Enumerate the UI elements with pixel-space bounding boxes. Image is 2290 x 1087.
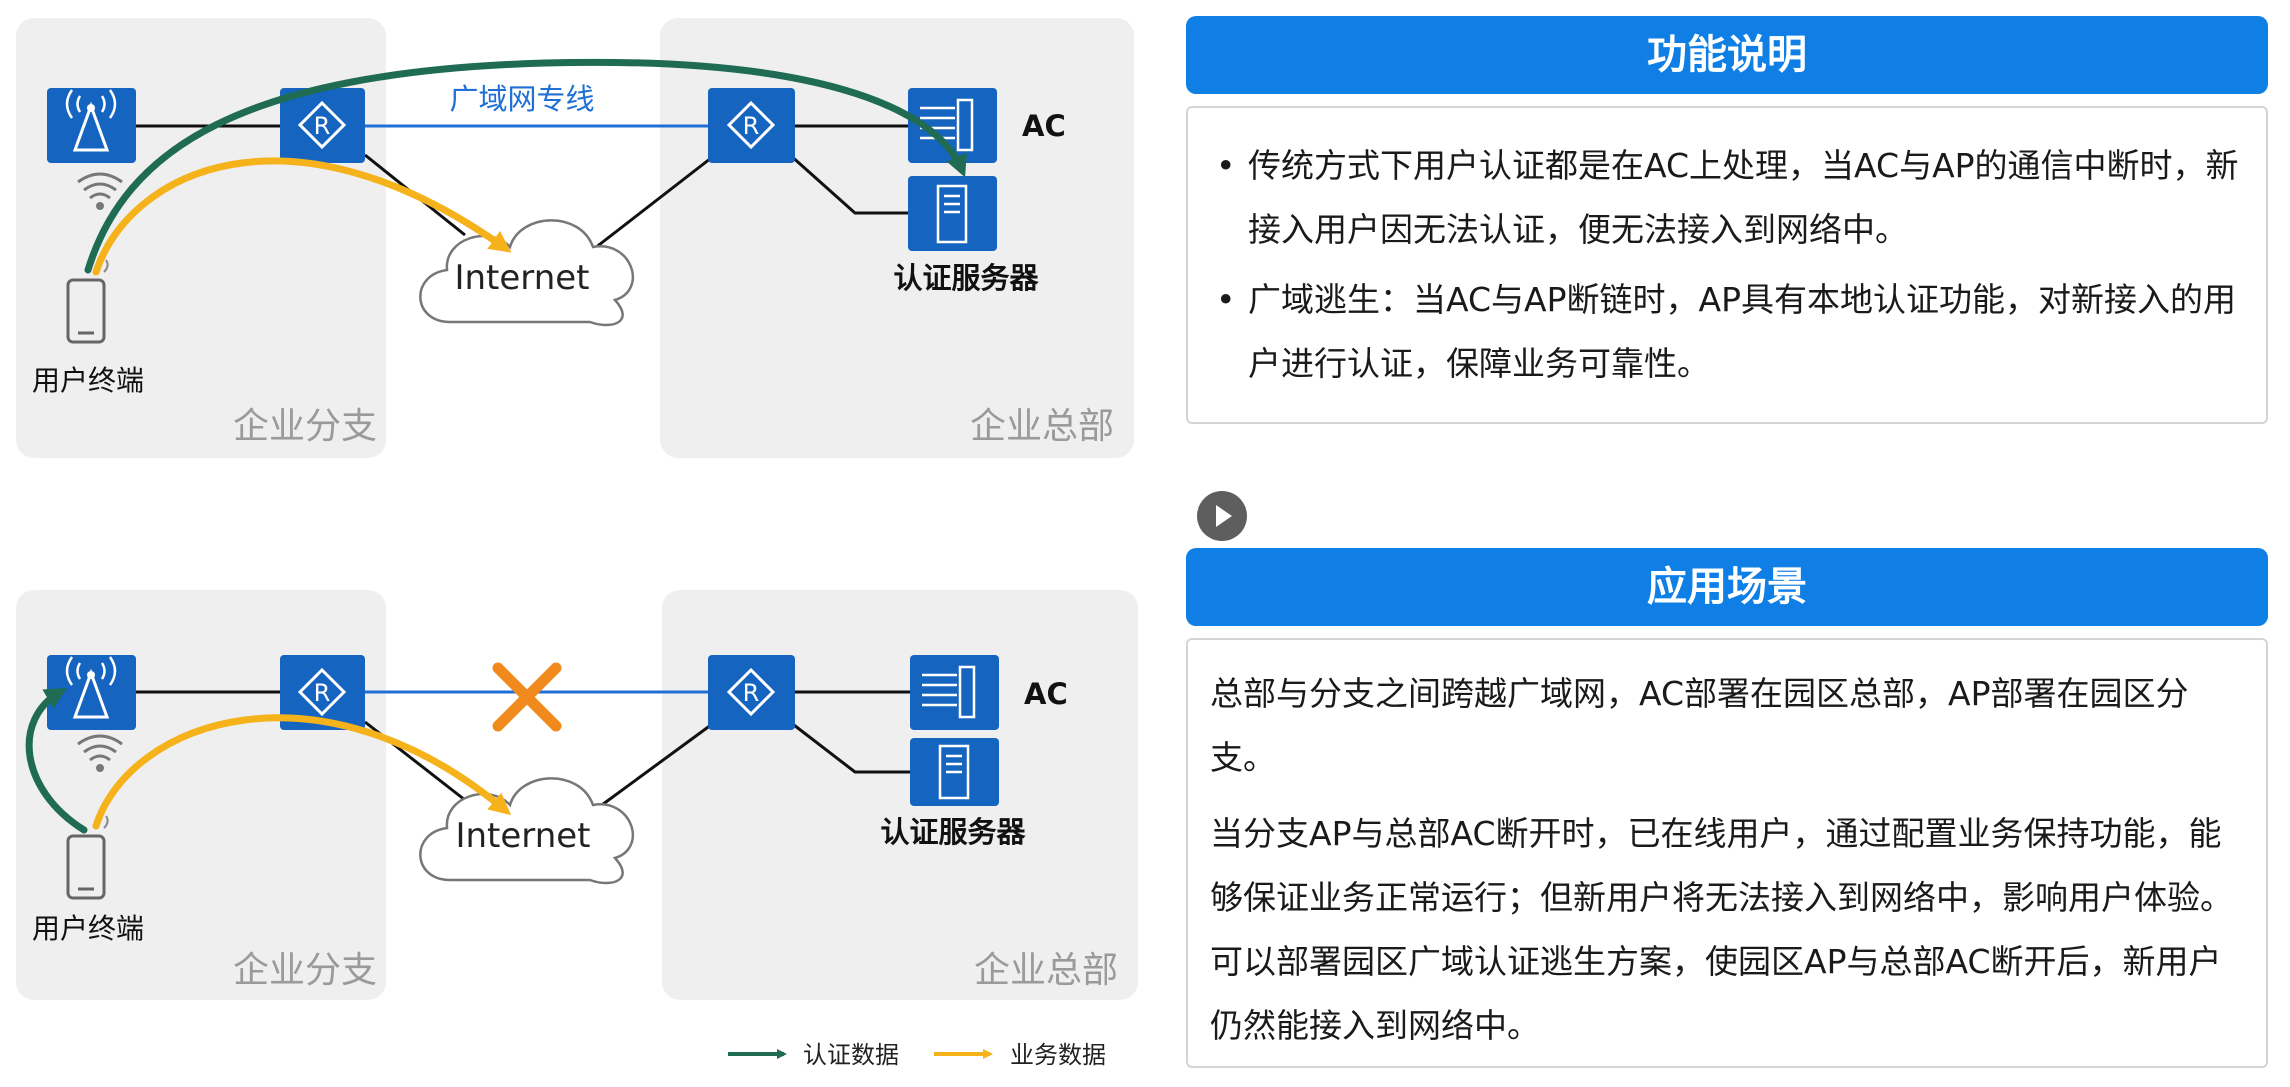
business-legend-label: 业务数据	[1010, 1041, 1106, 1069]
svg-text:R: R	[314, 112, 331, 140]
play-icon[interactable]	[1197, 491, 1247, 541]
wifi-signal-icon	[77, 172, 123, 210]
server-icon	[908, 176, 997, 251]
branch-zone-label: 企业分支	[233, 950, 377, 991]
cloud-icon	[419, 777, 634, 885]
auth-data-flow	[25, 687, 88, 834]
cloud-icon	[419, 219, 634, 327]
terminal-label: 用户终端	[32, 364, 144, 397]
router-icon: R	[280, 88, 365, 163]
router-icon: R	[708, 655, 795, 730]
ac-icon	[908, 88, 997, 163]
hq-zone	[660, 18, 1134, 458]
ap-icon	[47, 655, 136, 730]
link-failure-mark	[492, 662, 562, 732]
router-icon: R	[708, 88, 795, 163]
phone-icon	[66, 259, 109, 344]
function-panel-body: 传统方式下用户认证都是在AC上处理，当AC与AP的通信中断时，新接入用户因无法认…	[1186, 106, 2268, 424]
hq-zone	[662, 590, 1138, 1000]
function-panel-title: 功能说明	[1186, 16, 2268, 94]
legend: 认证数据 业务数据	[728, 1041, 1106, 1069]
diagram-2: 企业分支 企业总部 Internet	[16, 590, 1138, 1000]
diagram-1: 企业分支 企业总部 广域网专线 Internet R	[16, 18, 1134, 458]
phone-icon	[66, 815, 109, 900]
wan-label: 广域网专线	[449, 82, 594, 116]
scenario-paragraph: 当分支AP与总部AC断开时，已在线用户，通过配置业务保持功能，能够保证业务正常运…	[1210, 814, 2233, 1045]
branch-zone-label: 企业分支	[233, 406, 377, 447]
internet-label: Internet	[455, 816, 590, 856]
function-panel: 功能说明 传统方式下用户认证都是在AC上处理，当AC与AP的通信中断时，新接入用…	[1186, 16, 2268, 424]
scenario-panel: 应用场景 总部与分支之间跨越广域网，AC部署在园区总部，AP部署在园区分支。 当…	[1186, 548, 2268, 1068]
svg-text:R: R	[743, 112, 760, 140]
auth-legend-label: 认证数据	[803, 1041, 899, 1069]
diagram-canvas: 企业分支 企业总部 广域网专线 Internet R	[16, 18, 1138, 1069]
scenario-panel-body: 总部与分支之间跨越广域网，AC部署在园区总部，AP部署在园区分支。 当分支AP与…	[1186, 638, 2268, 1068]
svg-text:R: R	[743, 679, 760, 707]
network-diagrams: 企业分支 企业总部 广域网专线 Internet R	[0, 0, 1140, 1087]
hq-zone-label: 企业总部	[974, 950, 1118, 991]
scenario-panel-title: 应用场景	[1186, 548, 2268, 626]
svg-text:R: R	[314, 679, 331, 707]
terminal-label: 用户终端	[32, 912, 144, 945]
router-icon: R	[280, 655, 365, 730]
function-bullet: 传统方式下用户认证都是在AC上处理，当AC与AP的通信中断时，新接入用户因无法认…	[1212, 134, 2240, 262]
hq-zone-label: 企业总部	[970, 406, 1114, 447]
ac-label: AC	[1022, 109, 1066, 143]
server-label: 认证服务器	[893, 261, 1039, 295]
internet-label: Internet	[454, 258, 589, 298]
ac-label: AC	[1024, 677, 1068, 711]
wifi-signal-icon	[77, 734, 123, 772]
business-data-flow	[92, 157, 512, 276]
business-data-flow	[92, 714, 512, 830]
server-icon	[910, 738, 999, 806]
function-bullet: 广域逃生：当AC与AP断链时，AP具有本地认证功能，对新接入的用户进行认证，保障…	[1212, 268, 2240, 396]
function-bullet-list: 传统方式下用户认证都是在AC上处理，当AC与AP的通信中断时，新接入用户因无法认…	[1188, 108, 2266, 420]
server-label: 认证服务器	[880, 815, 1026, 849]
ap-icon	[47, 88, 136, 163]
ac-icon	[910, 655, 999, 730]
auth-data-flow	[84, 58, 967, 274]
scenario-paragraph: 总部与分支之间跨越广域网，AC部署在园区总部，AP部署在园区分支。	[1210, 674, 2189, 777]
